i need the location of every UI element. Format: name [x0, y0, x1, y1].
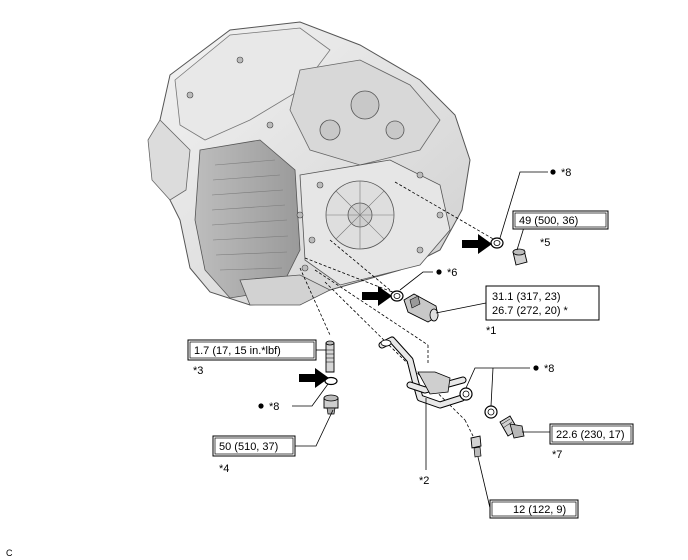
arrow-icon [299, 368, 329, 388]
part-tube-2 [378, 336, 467, 409]
torque-label-12: 12 (122, 9) [513, 504, 566, 516]
part-plug-5 [512, 248, 528, 266]
torque-label-50: 50 (510, 37) [219, 441, 278, 453]
part-bolt-7 [499, 415, 525, 439]
arrow-icon [362, 286, 392, 306]
callout-8-top: *8 [561, 167, 571, 179]
part-bolt-12 [470, 435, 482, 458]
leader-12 [477, 456, 491, 509]
part-gasket-right-b [484, 405, 498, 419]
callout-8-left: *8 [269, 401, 279, 413]
callout-3: *3 [193, 365, 203, 377]
callout-6: *6 [447, 267, 457, 279]
bullet-icon [258, 403, 264, 409]
leader-8-right [465, 367, 530, 407]
part-union-1 [403, 293, 439, 323]
torque-box-49: 49 (500, 36) [512, 210, 609, 230]
part-bolt-3 [325, 340, 335, 373]
torque-label-22: 22.6 (230, 17) [556, 429, 625, 441]
torque-label-49: 49 (500, 36) [519, 215, 578, 227]
torque-label-26: 26.7 (272, 20) * [492, 305, 569, 317]
leader-1 [435, 302, 487, 314]
bullet-icon [436, 269, 442, 275]
part-plug-4 [323, 394, 339, 415]
callout-2: *2 [419, 475, 429, 487]
callout-4: *4 [219, 463, 229, 475]
callout-5: *5 [540, 237, 550, 249]
part-gasket-left [324, 376, 338, 386]
torque-box-22: 22.6 (230, 17) [549, 423, 634, 445]
torque-box-17: 1.7 (17, 15 in.*lbf) [187, 339, 317, 361]
part-gasket-6 [390, 290, 404, 302]
part-gasket-top [490, 237, 504, 249]
part-gasket-right-a [459, 387, 473, 401]
torque-label-17: 1.7 (17, 15 in.*lbf) [194, 345, 281, 357]
transaxle-assembly-illustration [147, 21, 471, 306]
leader-8-left [292, 383, 329, 407]
bullet-icon [533, 365, 539, 371]
torque-box-12: 12 (122, 9) [489, 499, 579, 519]
torque-label-31: 31.1 (317, 23) [492, 291, 561, 303]
callout-8-right: *8 [544, 363, 554, 375]
arrow-icon [462, 234, 492, 254]
torque-box-50: 50 (510, 37) [212, 435, 296, 457]
callout-7: *7 [552, 449, 562, 461]
leader-6 [399, 271, 433, 291]
torque-box-31: 31.1 (317, 23) 26.7 (272, 20) * [485, 285, 600, 321]
guide-lines [299, 181, 496, 439]
figure-code: C [6, 548, 13, 558]
leader-4 [295, 409, 334, 447]
bullet-icon [550, 169, 556, 175]
callout-1: *1 [486, 325, 496, 337]
leader-8-top [499, 171, 548, 239]
